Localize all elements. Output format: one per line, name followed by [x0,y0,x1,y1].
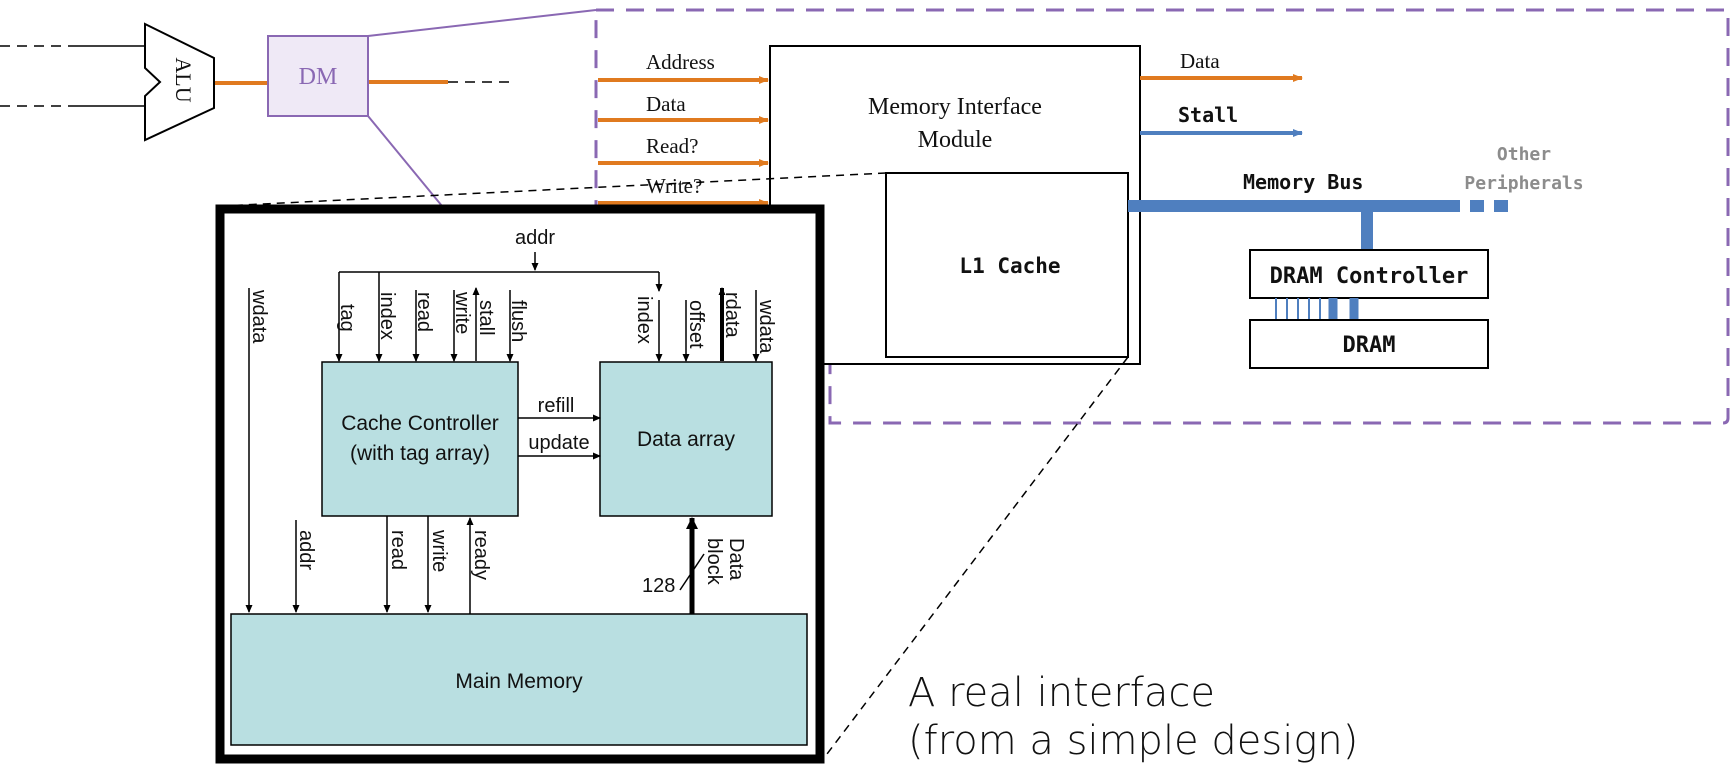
signal-rdata: rdata [721,292,743,338]
signal-tag: tag [336,304,358,332]
dram-controller-box [1249,249,1489,299]
data-block-line1: Data [725,538,747,581]
memory-bus-label: Memory Bus [1243,170,1363,194]
addr-mid-label: addr [295,530,317,570]
caption-line2: (from a simple design) [908,718,1358,764]
alu-label: ALU [171,57,196,102]
datapath-wires [0,45,512,107]
bus-width-slash [679,553,705,591]
main-memory-box [230,613,808,746]
dram-label: DRAM [1343,333,1396,358]
zoom-line-upper [367,9,597,37]
l1-cache-label: L1 Cache [959,254,1060,278]
input-read-label: Read? [646,134,698,158]
cache-controller-box [321,361,519,517]
addr-branch-lines [335,272,663,362]
output-data-label: Data [1180,49,1220,73]
data-array-box [599,361,773,517]
interface-input-arrows [598,76,769,207]
write-bottom-label: write [428,529,450,572]
dm-label: DM [299,64,338,90]
read-bottom-label: read [387,530,409,570]
input-write-label: Write? [646,174,702,198]
zoom-region-border [594,8,1730,425]
signal-read-top: read [413,292,435,332]
alu-shape: ALU [144,22,215,142]
cache-controller-line2: (with tag array) [350,442,490,465]
signal-flush: flush [507,300,529,342]
input-data-label: Data [646,92,686,116]
signal-index-array: index [633,296,655,344]
controller-signal-arrows [412,287,514,362]
wdata-left-label: wdata [248,289,270,344]
output-stall-label: Stall [1178,103,1238,127]
module-title-line2: Module [918,127,993,153]
bus-width-label: 128 [642,575,675,597]
signal-wdata-array: wdata [755,299,777,354]
other-peripherals-line2: Peripherals [1464,173,1583,194]
input-address-label: Address [646,50,715,74]
controller-memory-arrows [383,516,474,614]
main-memory-label: Main Memory [455,670,583,693]
other-peripherals-line1: Other [1497,144,1551,165]
cache-controller-line1: Cache Controller [341,412,499,435]
update-label: update [528,432,589,454]
refill-label: refill [538,395,575,417]
data-array-label: Data array [637,428,736,451]
signal-stall: stall [475,300,497,336]
signal-write-top: write [451,291,473,334]
caption-line1: A real interface [908,670,1215,716]
data-block-line2: block [703,538,725,586]
module-title-line1: Memory Interface [868,94,1042,120]
signal-index-controller: index [376,292,398,340]
data-memory-box: DM [267,35,369,117]
zoom-line-lower [367,115,443,207]
l1-cache-box [885,172,1129,358]
top-addr-label: addr [515,227,555,249]
array-signal-arrows [655,290,760,362]
controller-to-dram-lines [1275,298,1359,320]
ready-bottom-label: ready [470,530,492,580]
dram-box [1249,319,1489,369]
signal-offset: offset [685,300,707,349]
dram-controller-label: DRAM Controller [1270,264,1469,289]
